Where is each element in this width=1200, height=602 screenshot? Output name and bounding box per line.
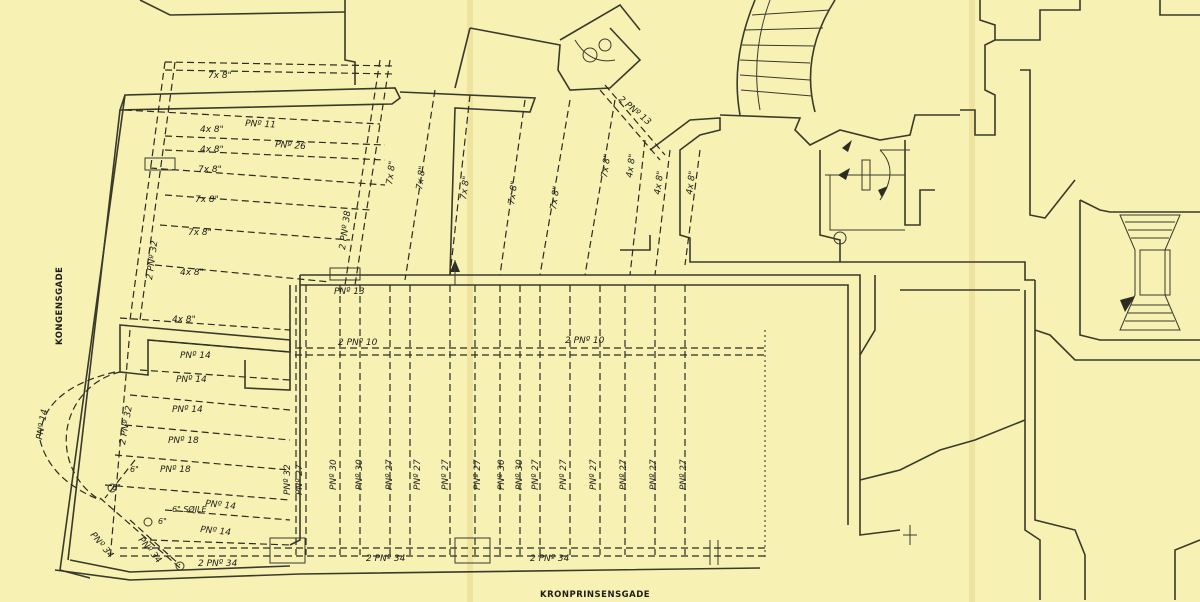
beam-label: PNº 27 <box>531 459 541 490</box>
beam-label: 6" <box>130 465 139 474</box>
beam-labels: 7x 8" PNº 11 4x 8" PNº 26 4x 8" 7x 8" 7x… <box>35 71 698 569</box>
beam-label: 7x 8" <box>195 195 219 205</box>
beam-label: 4x 8" <box>200 145 224 155</box>
beam-label: 4x 8" <box>625 153 638 178</box>
beam-label: 4x 8" <box>200 125 224 135</box>
beam-label: PNº 14 <box>172 405 203 415</box>
beams-main <box>99 285 917 571</box>
beam-label: 2 PNº 34 <box>366 554 406 564</box>
beam-label: 4x 8" <box>180 268 204 278</box>
column-label: 6" SØJLE <box>172 504 208 514</box>
beam-label: 4x 8" <box>172 315 196 325</box>
beam-label: PNº 27 <box>649 459 659 490</box>
building-walls <box>54 0 1200 600</box>
beam-label: 7x 8" <box>549 185 562 210</box>
beam-label: 7x 8" <box>459 175 472 200</box>
bay-arc-outer <box>39 371 116 501</box>
beam-label: 7x 8" <box>385 160 398 185</box>
beam-label: PNº 14 <box>200 525 232 538</box>
arrow-markers <box>450 260 460 285</box>
beam-label: PNº 11 <box>245 119 276 131</box>
beam-label: PNº 14 <box>205 499 237 512</box>
beam-label: PNº 30 <box>355 459 365 490</box>
street-label-kongensgade: KONGENSGADE <box>55 267 65 345</box>
beam-label: 6" <box>112 483 121 492</box>
beam-label: PNº 27 <box>473 459 483 490</box>
beam-label: 2 PNº 32 <box>145 240 160 281</box>
beam-label: PNº 26 <box>275 140 307 152</box>
beam-label: PNº 34 <box>136 536 164 566</box>
beam-label: 2 PNº 10 <box>565 336 605 346</box>
beam-label: 2 PNº 34 <box>198 559 238 569</box>
beam-label: 7x 8" <box>415 165 428 190</box>
beam-label: PNº 27 <box>619 459 629 490</box>
beam-label: 4x 8" <box>653 170 666 195</box>
beam-label: PNº 30 <box>497 459 507 490</box>
beam-label: PNº 14 <box>176 375 207 385</box>
fixtures <box>574 38 616 63</box>
beam-label: PNº 27 <box>679 459 689 490</box>
curved-staircase <box>719 0 960 262</box>
beam-label: 2 PNº 13 <box>616 95 653 128</box>
beam-label: PNº 14 <box>180 351 211 361</box>
beam-label: 7x 8" <box>188 228 212 238</box>
beam-label: PNº 27 <box>385 459 395 490</box>
staircase-right <box>960 0 1200 341</box>
beam-label: PNº 30 <box>515 459 525 490</box>
beam-label: PNº 27 <box>589 459 599 490</box>
beam-label: 2 PNº 38 <box>338 210 353 251</box>
beam-label: PNº 27 <box>413 459 423 490</box>
beam-label: 2 PNº 10 <box>338 338 378 348</box>
beam-label: 6" <box>158 517 167 526</box>
beam-label: 7x 8" <box>198 165 222 175</box>
beam-label: 4x 8" <box>685 170 698 195</box>
beam-label: PNº 32 <box>283 464 293 495</box>
beam-label: 7x 8" <box>600 153 613 178</box>
vertical-beam-labels: PNº 32 PNº 27 PNº 30 PNº 30 PNº 27 PNº 2… <box>283 459 689 495</box>
beam-label: 2 PNº 32 <box>118 405 135 446</box>
beam-label: PNº 30 <box>329 459 339 490</box>
bay-arc <box>65 371 121 501</box>
beam-label: PNº 34 <box>88 531 116 561</box>
beam-label: PNº 18 <box>168 436 199 446</box>
beams-upper <box>119 59 701 331</box>
beam-label: PNº 27 <box>295 464 305 495</box>
street-label-kronprinsensgade: KRONPRINSENSGADE <box>540 590 650 600</box>
beam-label: PNº 27 <box>559 459 569 490</box>
beam-label: 7x 8" <box>507 180 520 205</box>
beam-label: PNº 27 <box>441 459 451 490</box>
beam-label: PNº 14 <box>35 408 50 440</box>
beam-label: PNº 13 <box>334 287 365 297</box>
beam-label: PNº 18 <box>160 465 191 475</box>
beam-label: 7x 8" <box>208 71 232 81</box>
beam-label: 2 PNº 34 <box>530 554 570 564</box>
